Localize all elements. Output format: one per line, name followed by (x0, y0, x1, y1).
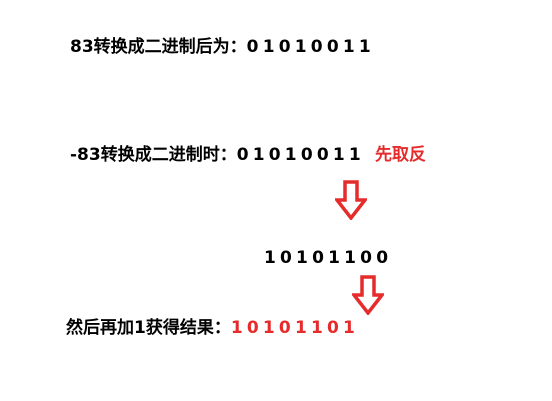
positive-binary-bits: 01010011 (246, 37, 375, 57)
down-arrow-icon (335, 180, 367, 220)
down-arrow-icon (352, 275, 384, 315)
result-binary-bits: 10101101 (230, 318, 360, 338)
result-binary-label: 然后再加1获得结果： (66, 318, 231, 338)
positive-binary-line: 83转换成二进制后为：01010011 (70, 36, 375, 58)
negative-binary-label: -83转换成二进制时： (70, 145, 237, 165)
inverted-binary-bits: 10101100 (264, 248, 393, 268)
negative-binary-bits: 01010011 (236, 145, 365, 165)
result-binary-line: 然后再加1获得结果：10101101 (66, 317, 359, 339)
inverted-binary-line: 10101100 (264, 247, 392, 269)
negative-binary-line: -83转换成二进制时：01010011 先取反 (70, 144, 426, 166)
invert-first-note: 先取反 (374, 145, 426, 165)
positive-binary-label: 83转换成二进制后为： (70, 37, 247, 57)
